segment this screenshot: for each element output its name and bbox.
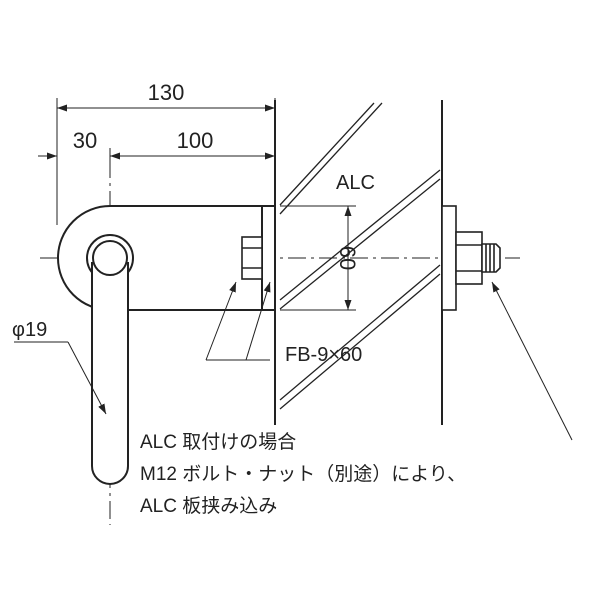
dim-right-length: 100 xyxy=(177,128,214,153)
nut-left xyxy=(241,236,263,280)
extension-lines-60 xyxy=(280,205,356,311)
alc-panel-hatching xyxy=(279,102,441,410)
label-flat-bar: FB-9×60 xyxy=(285,344,362,366)
leader-bolt-note xyxy=(491,281,573,441)
flat-bar-plate xyxy=(261,205,276,311)
dim-overall-length: 130 xyxy=(148,80,185,105)
label-pin-diameter: φ19 xyxy=(12,319,47,341)
dim-left-offset: 30 xyxy=(73,128,97,153)
pin-handle xyxy=(86,234,134,485)
note-line-3: ALC 板挟み込み xyxy=(140,495,277,517)
leader-pin-diameter xyxy=(14,341,107,415)
bolt-end xyxy=(481,243,501,273)
dim-plate-height: 60 xyxy=(335,246,360,270)
note-line-2: M12 ボルト・ナット（別途）により、 xyxy=(140,463,466,485)
note-line-1: ALC 取付けの場合 xyxy=(140,431,296,453)
label-alc: ALC xyxy=(336,172,375,194)
washer-right xyxy=(441,205,457,311)
nut-right xyxy=(455,231,483,285)
leader-flat-bar xyxy=(205,281,271,361)
